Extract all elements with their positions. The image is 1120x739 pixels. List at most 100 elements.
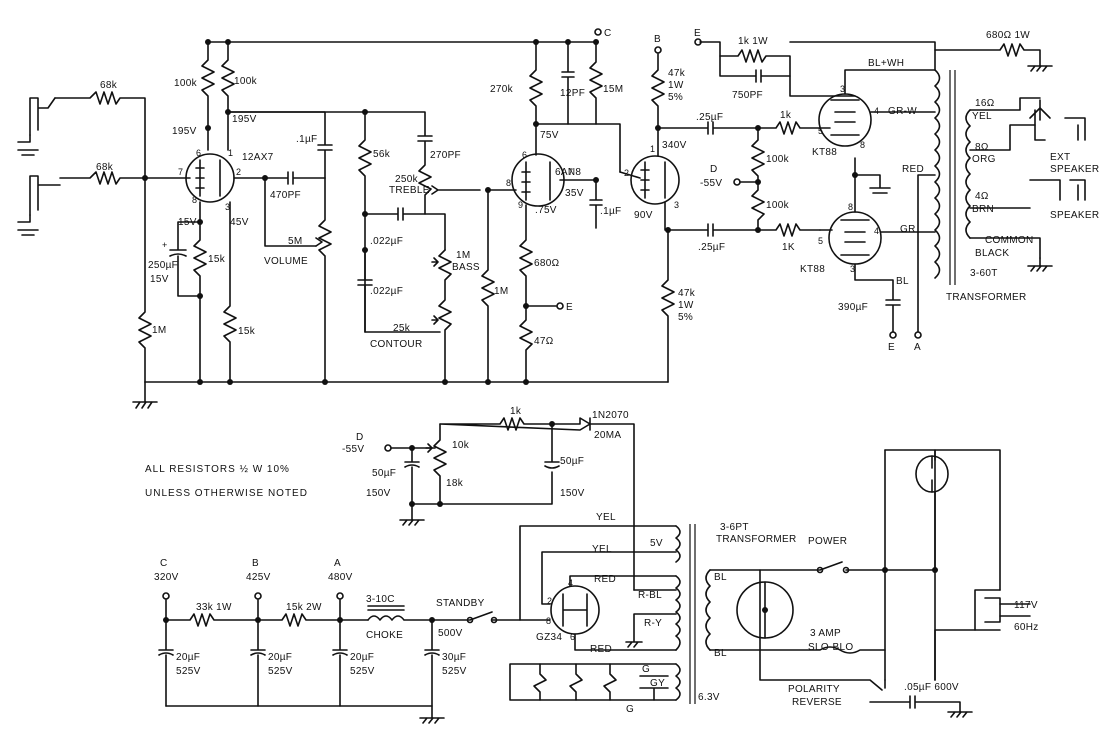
c20cv-label: 525V (350, 666, 375, 677)
standby-label: STANDBY (436, 598, 485, 609)
c270-label: 270PF (430, 150, 461, 161)
ot-model: 3-60T (970, 268, 998, 279)
mains-plug (974, 589, 1031, 631)
ext-speaker-jack (1029, 99, 1086, 141)
tap-4c: BRN (972, 204, 994, 215)
v45-label: 45V (230, 217, 249, 228)
c20bv-label: 525V (268, 666, 293, 677)
mains-frequency: 60Hz (1014, 622, 1039, 633)
term-a-psu: A (334, 558, 341, 569)
r15m-label: 15M (603, 84, 623, 95)
pin-label: 6 (522, 150, 527, 160)
jack-ext2: SPEAKER (1050, 164, 1099, 175)
r1kc-label: 1k (510, 406, 522, 417)
tube-gz34-label: GZ34 (536, 632, 562, 643)
r68a-label: 68k (100, 80, 118, 91)
v90-label: 90V (634, 210, 653, 221)
contour-value: 25k (393, 323, 411, 334)
pin-label: 2 (624, 168, 629, 178)
wire-bl2: BL (714, 648, 727, 659)
pin-label: 2 (236, 167, 241, 177)
wire-rbl: R-BL (638, 590, 662, 601)
term-e-bot: E (888, 342, 895, 353)
r47kb-label: 47k (678, 288, 696, 299)
r33k-label: 33k 1W (196, 602, 232, 613)
power-transformer (675, 524, 711, 704)
tap-16: 16Ω (975, 98, 995, 109)
plus-sign: + (162, 240, 167, 250)
c022b-label: .022µF (370, 286, 403, 297)
r15k2-label: 15k 2W (286, 602, 322, 613)
r15b-label: 15k (238, 326, 256, 337)
c20c-label: 20µF (350, 652, 374, 663)
c25a-label: .25µF (696, 112, 723, 123)
pin-label: 1 (228, 148, 233, 158)
vneg55-label: -55V (700, 178, 722, 189)
r680w-label: 680Ω 1W (986, 30, 1030, 41)
r680-label: 680Ω (534, 258, 560, 269)
c50bv-label: 150V (560, 488, 585, 499)
pin-label: 2 (547, 596, 552, 606)
v340-label: 340V (662, 140, 687, 151)
tube-12ax7-label: 12AX7 (242, 152, 274, 163)
pin-label: 3 (674, 200, 679, 210)
c390-label: 390µF (838, 302, 868, 313)
power-label: POWER (808, 536, 847, 547)
wire-red2: RED (590, 644, 612, 655)
term-d-bias: D (356, 432, 364, 443)
wire-grw: GR-W (888, 106, 917, 117)
c470-label: 470PF (270, 190, 301, 201)
speaker-jack (1029, 179, 1086, 201)
pin-label: 8 (546, 616, 551, 626)
term-b-psu: B (252, 558, 259, 569)
c20av-label: 525V (176, 666, 201, 677)
c12-label: 12PF (560, 88, 585, 99)
pin-label: 8 (860, 140, 865, 150)
tap-8c: ORG (972, 154, 996, 165)
fuse-label: 3 AMP (810, 628, 841, 639)
vol-value: 5M (288, 236, 303, 247)
wire-gr: GR (900, 224, 916, 235)
r100b-label: 100k (234, 76, 258, 87)
wire-5v: 5V (650, 538, 663, 549)
tube-kt88-lower (828, 211, 882, 265)
tap-common: COMMON (985, 235, 1033, 246)
treble-value: 250k (395, 174, 419, 185)
c1b-label: .1µF (600, 206, 621, 217)
r47-label: 47Ω (534, 336, 554, 347)
pt-name: TRANSFORMER (716, 534, 797, 545)
wire-63v: 6.3V (698, 692, 720, 703)
bass-name: BASS (452, 262, 480, 273)
resistor-note-1: ALL RESISTORS ½ W 10% (145, 464, 290, 475)
wire-red1: RED (594, 574, 616, 585)
resistor-note-2: UNLESS OTHERWISE NOTED (145, 488, 308, 499)
tube-kt88-lower-label: KT88 (800, 264, 825, 275)
polarity-label: POLARITY (788, 684, 840, 695)
vneg55b-label: -55V (342, 444, 364, 455)
treble-name: TREBLE (389, 185, 430, 196)
choke-name: CHOKE (366, 630, 403, 641)
mains-voltage: 117V (1014, 600, 1038, 611)
phase-inverter-tube (630, 155, 680, 205)
c50b-label: 50µF (560, 456, 584, 467)
input-jacks (17, 97, 61, 236)
tap-16c: YEL (972, 111, 992, 122)
r100c-label: 100k (766, 154, 790, 165)
r100a-label: 100k (174, 78, 198, 89)
v195a-label: 195V (172, 126, 197, 137)
r1mb-label: 1M (494, 286, 509, 297)
r47k-t: 5% (668, 92, 683, 103)
c250-label: 250µF (148, 260, 178, 271)
pt-model: 3-6PT (720, 522, 749, 533)
pin-label: 4 (874, 106, 879, 116)
r47kb-t: 5% (678, 312, 693, 323)
v75b-label: .75V (535, 205, 557, 216)
jack-ext: EXT (1050, 152, 1070, 163)
pin-label: 3 (225, 202, 230, 212)
r68b-label: 68k (96, 162, 114, 173)
pin-label: 4 (874, 226, 879, 236)
r1ka-label: 1k (780, 110, 792, 121)
r270-label: 270k (490, 84, 514, 95)
v480-label: 480V (328, 572, 353, 583)
